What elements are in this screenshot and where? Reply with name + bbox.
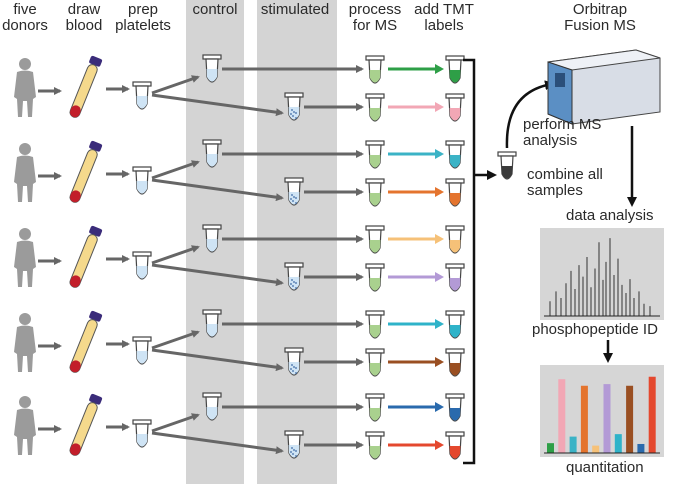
platelet-tube-4 xyxy=(132,336,152,365)
tmt-arrow-4-head xyxy=(435,187,444,197)
line-to-control-2 xyxy=(151,160,200,180)
tmt-arrow-7-head xyxy=(435,319,444,329)
label-data-analysis: data analysis xyxy=(566,207,654,224)
line-to-control-1 xyxy=(151,75,200,95)
control-tube-4 xyxy=(202,309,222,338)
ms-tube-stim-2 xyxy=(365,178,385,207)
stimulated-tube-4 xyxy=(284,347,304,376)
ms-tube-stim-4 xyxy=(365,348,385,377)
ms-tube-stim-5 xyxy=(365,431,385,460)
header-draw-blood: draw blood xyxy=(65,1,103,34)
tmt-tube-7 xyxy=(445,310,465,339)
quant-bar-3 xyxy=(569,436,577,453)
tmt-arrow-6-head xyxy=(435,272,444,282)
quant-bar-7 xyxy=(614,434,622,453)
tmt-tube-9 xyxy=(445,393,465,422)
tmt-arrow-1-head xyxy=(435,64,444,74)
stimulated-tube-2 xyxy=(284,177,304,206)
header-orbitrap-fusion-ms: Orbitrap Fusion MS xyxy=(564,1,636,34)
ms-tube-stim-1 xyxy=(365,93,385,122)
header-prep-platelets: prep platelets xyxy=(115,1,171,34)
header-stimulated: stimulated xyxy=(260,1,330,18)
label-quantitation: quantitation xyxy=(566,459,644,476)
quant-bar-10 xyxy=(648,376,656,453)
orbitrap-instrument xyxy=(547,49,661,125)
quant-bar-5 xyxy=(592,445,600,453)
ms-tube-control-4 xyxy=(365,310,385,339)
donor-5 xyxy=(14,396,36,455)
line-to-stimulated-2 xyxy=(151,178,284,202)
control-tube-3 xyxy=(202,224,222,253)
line-to-control-5 xyxy=(151,413,200,433)
tmt-tube-10 xyxy=(445,431,465,460)
combine-bracket xyxy=(463,58,476,465)
tmt-tube-6 xyxy=(445,263,465,292)
arrow-to-ms xyxy=(505,80,555,149)
donor-3 xyxy=(14,228,36,287)
ms-tube-stim-3 xyxy=(365,263,385,292)
quant-bar-6 xyxy=(603,384,611,453)
line-to-control-3 xyxy=(151,245,200,265)
platelet-tube-5 xyxy=(132,419,152,448)
tmt-arrow-10-head xyxy=(435,440,444,450)
tmt-tube-2 xyxy=(445,93,465,122)
label-phosphopeptide-id: phosphopeptide ID xyxy=(532,321,658,338)
quant-bar-4 xyxy=(580,385,588,453)
tmt-arrow-9-head xyxy=(435,402,444,412)
combined-tube xyxy=(497,151,517,180)
label-perform-ms-analysis: perform MS analysis xyxy=(523,116,602,149)
label-combine-all-samples: combine all samples xyxy=(527,166,603,199)
line-to-control-4 xyxy=(151,330,200,350)
line-to-stimulated-1 xyxy=(151,93,284,117)
ms-tube-control-5 xyxy=(365,393,385,422)
line-to-stimulated-4 xyxy=(151,348,284,372)
header-control: control xyxy=(192,1,238,18)
control-tube-5 xyxy=(202,392,222,421)
ms-tube-control-2 xyxy=(365,140,385,169)
blood-tube-5 xyxy=(69,393,103,456)
blood-tube-2 xyxy=(69,140,103,203)
ms-tube-control-3 xyxy=(365,225,385,254)
stimulated-tube-5 xyxy=(284,430,304,459)
header-process-for-ms: process for MS xyxy=(348,1,402,34)
tmt-tube-3 xyxy=(445,140,465,169)
tmt-tube-1 xyxy=(445,55,465,84)
donor-2 xyxy=(14,143,36,202)
line-to-stimulated-3 xyxy=(151,263,284,287)
quant-bar-8 xyxy=(626,385,634,453)
quant-bar-2 xyxy=(558,379,566,453)
control-tube-2 xyxy=(202,139,222,168)
tmt-arrow-5-head xyxy=(435,234,444,244)
blood-tube-4 xyxy=(69,310,103,373)
band-stimulated xyxy=(257,0,337,484)
ms-tube-control-1 xyxy=(365,55,385,84)
platelet-tube-1 xyxy=(132,81,152,110)
platelet-tube-3 xyxy=(132,251,152,280)
tmt-arrow-3-head xyxy=(435,149,444,159)
tmt-tube-8 xyxy=(445,348,465,377)
donor-1 xyxy=(14,58,36,117)
tmt-arrow-8-head xyxy=(435,357,444,367)
line-to-stimulated-5 xyxy=(151,431,284,455)
header-add-tmt-labels: add TMT labels xyxy=(414,1,474,34)
tmt-arrow-2-head xyxy=(435,102,444,112)
blood-tube-3 xyxy=(69,225,103,288)
quant-bar-9 xyxy=(637,443,645,453)
control-tube-1 xyxy=(202,54,222,83)
header-five-donors: five donors xyxy=(2,1,48,34)
stimulated-tube-3 xyxy=(284,262,304,291)
stimulated-tube-1 xyxy=(284,92,304,121)
spectrum-panel xyxy=(540,228,664,320)
tmt-tube-5 xyxy=(445,225,465,254)
platelet-tube-2 xyxy=(132,166,152,195)
blood-tube-1 xyxy=(69,55,103,118)
quant-bar-1 xyxy=(547,443,554,453)
donor-4 xyxy=(14,313,36,372)
tmt-tube-4 xyxy=(445,178,465,207)
